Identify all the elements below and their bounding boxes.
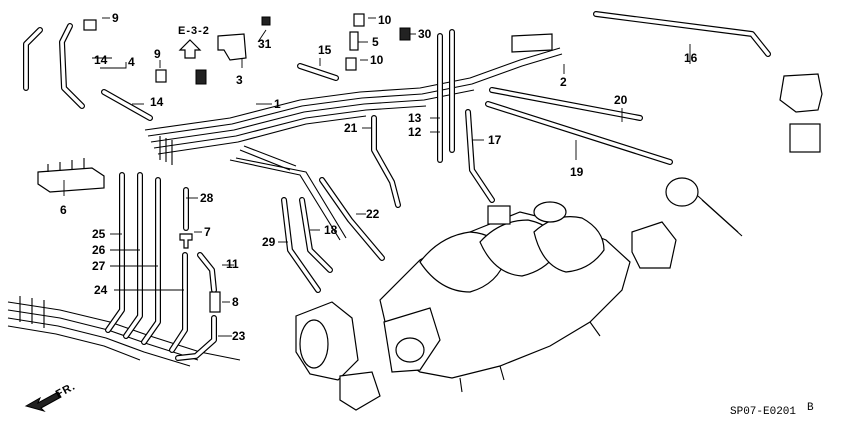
callout-10b: 10 [370, 53, 384, 67]
callout-7: 7 [204, 225, 211, 239]
small-parts [37, 13, 823, 313]
callout-17: 17 [488, 133, 502, 147]
callout-27: 27 [92, 259, 106, 273]
diagram-code-suffix: B [807, 402, 814, 414]
callout-25: 25 [92, 227, 106, 241]
diagram-code: SP07-E0201 B [730, 402, 814, 418]
callout-24: 24 [94, 283, 108, 297]
callout-14b: 14 [150, 95, 164, 109]
callout-6: 6 [60, 203, 67, 217]
callout-22: 22 [366, 207, 380, 221]
callout-numbers: 1 2 3 4 5 6 7 8 9 9 10 10 11 12 13 14 14… [60, 11, 698, 343]
leader-lines [63, 17, 691, 337]
callout-31: 31 [258, 37, 272, 51]
front-arrow-icon [24, 391, 62, 412]
callout-29: 29 [262, 235, 276, 249]
callout-5: 5 [372, 35, 379, 49]
callout-20: 20 [614, 93, 628, 107]
diagram-code-text: SP07-E0201 [730, 406, 796, 418]
callout-4: 4 [128, 55, 135, 69]
callout-12: 12 [408, 125, 422, 139]
reference-label: E-3-2 [178, 25, 210, 37]
callout-28: 28 [200, 191, 214, 205]
callout-30: 30 [418, 27, 432, 41]
vacuum-tube-bundle [144, 47, 563, 241]
up-arrow-icon [178, 39, 202, 59]
direction-label: FR. [54, 380, 78, 400]
callout-9b: 9 [154, 47, 161, 61]
callout-10a: 10 [378, 13, 392, 27]
callout-2: 2 [560, 75, 567, 89]
callout-1: 1 [274, 97, 281, 111]
front-direction-indicator: FR. [24, 380, 78, 412]
callout-8: 8 [232, 295, 239, 309]
callout-3: 3 [236, 73, 243, 87]
callout-21: 21 [344, 121, 358, 135]
callout-13: 13 [408, 111, 422, 125]
callout-16: 16 [684, 51, 698, 65]
reference-marker: E-3-2 [178, 25, 210, 59]
callout-15: 15 [318, 43, 332, 57]
callout-14a: 14 [94, 53, 108, 67]
callout-19: 19 [570, 165, 584, 179]
callout-18: 18 [324, 223, 338, 237]
hoses [23, 11, 771, 361]
intake-manifold [295, 201, 631, 411]
callout-23: 23 [232, 329, 246, 343]
callout-11: 11 [226, 257, 239, 271]
callout-9a: 9 [112, 11, 119, 25]
callout-26: 26 [92, 243, 106, 257]
